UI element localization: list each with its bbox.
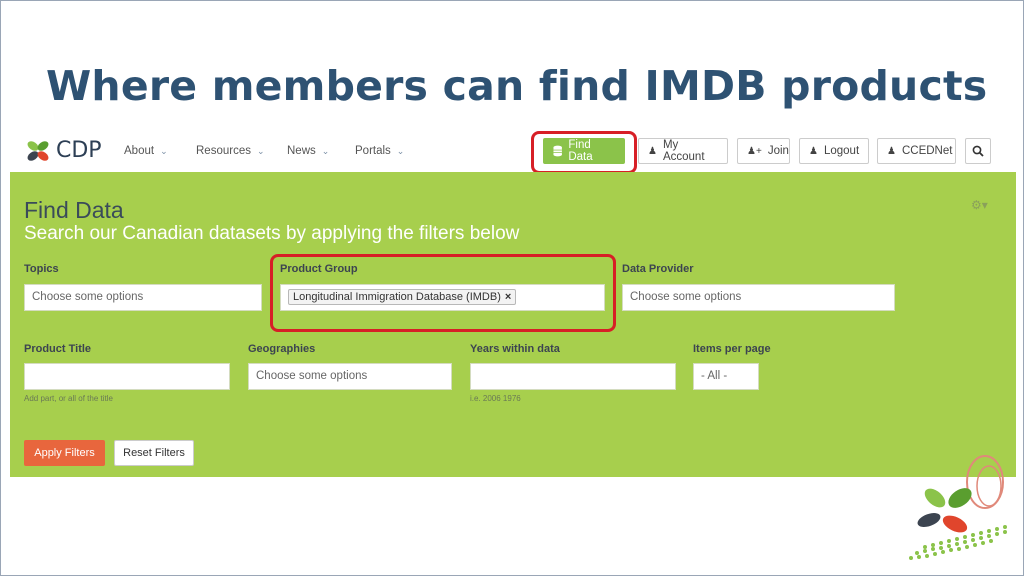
- logout-button[interactable]: ♟ Logout: [799, 138, 869, 164]
- user-icon: ♟: [809, 145, 818, 157]
- user-plus-icon: ♟+: [747, 145, 762, 157]
- panel-title: Find Data: [24, 197, 124, 223]
- ccednet-label: CCEDNet: [901, 145, 953, 157]
- search-icon: [972, 145, 984, 157]
- logout-label: Logout: [823, 145, 860, 157]
- nav-portals-label: Portals: [355, 145, 391, 157]
- nav-news[interactable]: News ⌄: [287, 145, 329, 157]
- close-icon[interactable]: ×: [504, 291, 512, 303]
- nav-portals[interactable]: Portals ⌄: [355, 145, 404, 157]
- nav-about-label: About: [124, 145, 155, 157]
- user-icon: ♟: [887, 145, 896, 157]
- reset-filters-button[interactable]: Reset Filters: [114, 440, 194, 466]
- ccednet-button[interactable]: ♟ CCEDNet: [877, 138, 956, 164]
- database-icon: [553, 145, 562, 157]
- search-button[interactable]: [965, 138, 991, 164]
- product-title-hint: Add part, or all of the title: [24, 394, 113, 403]
- corner-logo: [905, 452, 1015, 572]
- years-label: Years within data: [470, 343, 560, 355]
- gear-icon[interactable]: ⚙▾: [971, 198, 988, 212]
- topics-select[interactable]: Choose some options: [24, 284, 262, 311]
- topics-label: Topics: [24, 263, 59, 275]
- site-navbar: CDP About ⌄ Resources ⌄ News ⌄ Portals ⌄…: [10, 128, 1016, 174]
- leaf-logo-icon: [909, 455, 1007, 560]
- join-label: Join: [767, 145, 789, 157]
- geographies-select[interactable]: Choose some options: [248, 363, 452, 390]
- product-group-select[interactable]: Longitudinal Immigration Database (IMDB)…: [280, 284, 605, 311]
- my-account-label: My Account: [662, 139, 705, 163]
- nav-resources[interactable]: Resources ⌄: [196, 145, 265, 157]
- find-data-panel: Find Data Search our Canadian datasets b…: [10, 172, 1016, 477]
- cdp-logo[interactable]: CDP: [24, 138, 102, 163]
- logo-text: CDP: [56, 138, 102, 163]
- join-button[interactable]: ♟+ Join: [737, 138, 790, 164]
- chevron-down-icon: ⌄: [256, 145, 265, 156]
- panel-subtitle: Search our Canadian datasets by applying…: [24, 223, 520, 244]
- product-title-label: Product Title: [24, 343, 92, 355]
- data-provider-label: Data Provider: [622, 263, 694, 275]
- chevron-down-icon: ⌄: [160, 145, 168, 156]
- apply-filters-button[interactable]: Apply Filters: [24, 440, 105, 466]
- nav-news-label: News: [287, 145, 316, 157]
- items-per-page-label: Items per page: [693, 343, 771, 355]
- years-input[interactable]: [470, 363, 676, 390]
- geographies-label: Geographies: [248, 343, 316, 355]
- my-account-button[interactable]: ♟ My Account: [638, 138, 728, 164]
- find-data-button[interactable]: Find Data: [543, 138, 625, 164]
- product-group-label: Product Group: [280, 263, 358, 275]
- find-data-highlight: [531, 131, 637, 174]
- product-group-highlight: [270, 254, 616, 332]
- chevron-down-icon: ⌄: [396, 145, 405, 156]
- nav-resources-label: Resources: [196, 145, 251, 157]
- leaf-logo-icon: [27, 140, 49, 161]
- years-hint: i.e. 2006 1976: [470, 394, 521, 403]
- product-title-input[interactable]: [24, 363, 230, 390]
- chip-label: Longitudinal Immigration Database (IMDB): [293, 291, 501, 303]
- chevron-down-icon: ⌄: [321, 145, 330, 156]
- items-per-page-select[interactable]: - All -: [693, 363, 759, 390]
- nav-about[interactable]: About ⌄: [124, 145, 168, 157]
- user-icon: ♟: [648, 145, 657, 157]
- slide-title: Where members can find IMDB products: [46, 62, 988, 110]
- selected-chip: Longitudinal Immigration Database (IMDB)…: [288, 289, 517, 305]
- find-data-label: Find Data: [568, 139, 593, 163]
- data-provider-select[interactable]: Choose some options: [622, 284, 895, 311]
